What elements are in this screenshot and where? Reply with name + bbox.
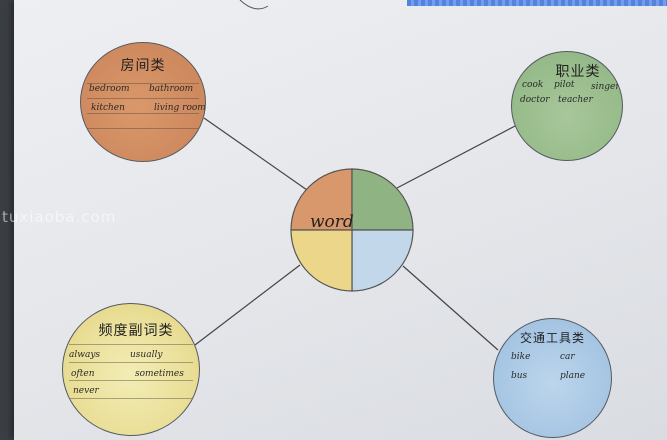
jobs-bubble: 职业类 cook pilot singer doctor teacher xyxy=(511,51,623,161)
frequency-title: 频度副词类 xyxy=(98,323,174,339)
transport-word: plane xyxy=(560,371,586,381)
center-quadrant-green xyxy=(351,168,414,231)
connector-rooms xyxy=(203,117,308,191)
frequency-rule-4 xyxy=(69,398,193,399)
frequency-rule-1 xyxy=(69,344,193,345)
transport-word: car xyxy=(560,352,575,362)
frequency-word: always xyxy=(69,350,101,360)
connector-transport xyxy=(402,265,499,351)
pencil-stroke xyxy=(239,0,269,10)
frequency-word: never xyxy=(73,386,99,396)
jobs-word: pilot xyxy=(554,80,575,90)
jobs-word: doctor xyxy=(520,95,550,105)
center-quadrant-blue xyxy=(351,229,414,292)
connector-jobs xyxy=(396,125,516,189)
watermark: tuxiaoba.com xyxy=(2,208,117,226)
rooms-word: bedroom xyxy=(89,84,130,94)
frequency-rule-2 xyxy=(69,362,193,363)
transport-word: bike xyxy=(511,352,531,362)
rooms-rule-3 xyxy=(87,113,199,114)
center-quadrant-yellow xyxy=(290,229,353,292)
rooms-bubble: 房间类 bedroom bathroom kitchen living room xyxy=(80,42,206,162)
rooms-title: 房间类 xyxy=(120,58,166,74)
rooms-word: living room xyxy=(154,103,206,113)
frequency-word: usually xyxy=(130,350,163,360)
rooms-rule-4 xyxy=(87,128,199,129)
center-quadrant-orange xyxy=(290,168,353,231)
transport-word: bus xyxy=(511,371,528,381)
transport-bubble: 交通工具类 bike car bus plane xyxy=(493,318,612,438)
connector-frequency xyxy=(194,264,301,346)
center-word: word xyxy=(310,212,354,232)
transport-title: 交通工具类 xyxy=(519,331,585,345)
frequency-bubble: 频度副词类 always usually often sometimes nev… xyxy=(62,303,200,436)
frequency-rule-3 xyxy=(69,380,193,381)
rooms-word: kitchen xyxy=(91,103,125,113)
jobs-word: teacher xyxy=(558,95,593,105)
rooms-word: bathroom xyxy=(149,84,194,94)
frequency-word: sometimes xyxy=(135,369,184,379)
center-circle xyxy=(290,168,414,292)
blue-notebook-edge xyxy=(407,0,667,6)
jobs-word: cook xyxy=(522,80,544,90)
rooms-rule-1 xyxy=(87,83,199,84)
rooms-rule-2 xyxy=(87,98,199,99)
jobs-title: 职业类 xyxy=(555,64,601,80)
jobs-word: singer xyxy=(591,82,620,92)
frequency-word: often xyxy=(71,369,95,379)
